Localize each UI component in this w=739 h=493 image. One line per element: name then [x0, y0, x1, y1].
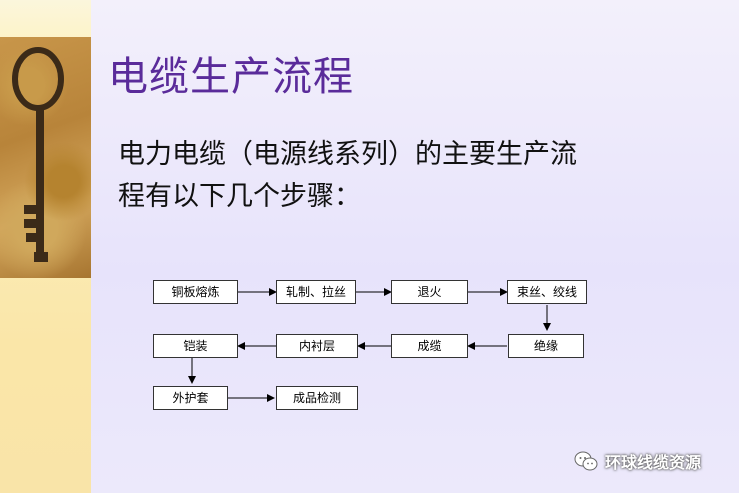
watermark: 环球线缆资源 — [574, 449, 701, 473]
watermark-text: 环球线缆资源 — [605, 453, 702, 472]
key-icon — [12, 47, 64, 262]
intro-line-1: 电力电缆（电源线系列）的主要生产流 — [118, 139, 577, 170]
slide-title: 电缆生产流程 — [108, 54, 354, 100]
key-photo — [0, 37, 91, 278]
intro-line-2: 程有以下几个步骤： — [118, 181, 361, 212]
flow-step-annealing: 退火 — [391, 280, 468, 304]
flow-step-rolling-drawing: 轧制、拉丝 — [276, 280, 356, 304]
flow-step-final-inspection: 成品检测 — [276, 386, 358, 410]
flow-step-copper-smelting: 铜板熔炼 — [153, 280, 238, 304]
wechat-icon — [574, 451, 598, 471]
flow-step-inner-lining: 内衬层 — [276, 334, 358, 358]
flow-step-cabling: 成缆 — [391, 334, 468, 358]
intro-text: 电力电缆（电源线系列）的主要生产流 程有以下几个步骤： — [118, 134, 698, 218]
flow-step-bunching-stranding: 束丝、绞线 — [507, 280, 587, 304]
flow-step-armoring: 铠装 — [153, 334, 238, 358]
flow-step-insulation: 绝缘 — [508, 334, 584, 358]
flow-step-outer-sheath: 外护套 — [153, 386, 228, 410]
